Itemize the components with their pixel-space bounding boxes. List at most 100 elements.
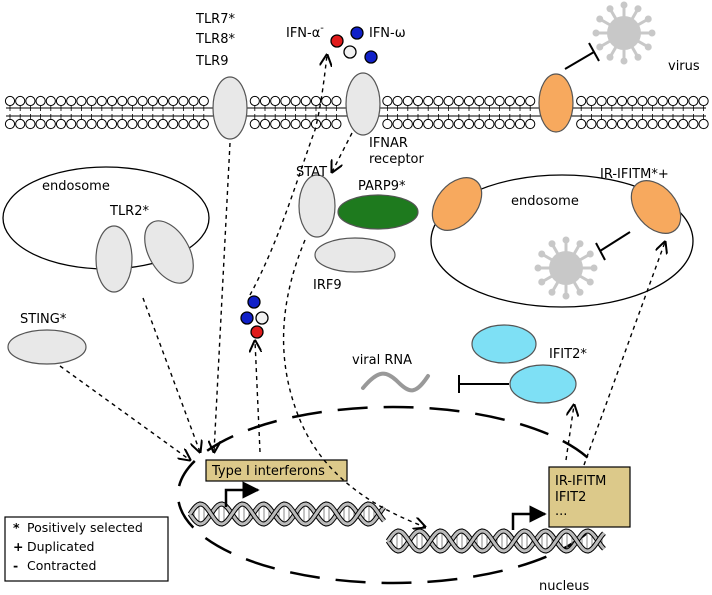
lipid-head <box>198 95 209 107</box>
virus-inhibition-line <box>564 51 595 70</box>
nucleus-envelope <box>176 405 610 585</box>
arrow-ifnar-to-stat <box>332 132 353 172</box>
lipid-head <box>35 118 46 130</box>
endosome-right-label: endosome <box>511 194 579 209</box>
tlr789-receptor <box>212 76 248 140</box>
lipid-head <box>178 118 189 130</box>
lipid-head <box>443 95 454 107</box>
lipid-head <box>606 95 617 107</box>
virus-icon <box>592 1 656 65</box>
lipid-head <box>15 95 26 107</box>
lipid-head <box>45 95 56 107</box>
lipid-head <box>586 118 597 130</box>
ifit2-protein-1 <box>471 324 537 364</box>
tlr8-label: TLR8* <box>195 32 235 47</box>
lipid-head <box>188 95 199 107</box>
virus-spike-tip <box>562 236 570 244</box>
dna-strand <box>386 529 606 553</box>
lipid-head <box>514 95 526 107</box>
ir-ifitm-membrane <box>538 73 574 133</box>
lipid-head <box>15 118 26 130</box>
ifnar-label-line1: IFNAR <box>369 136 408 151</box>
isg-box-line1: IR-IFITM <box>555 474 606 489</box>
lipid-head <box>616 95 628 107</box>
stat-protein <box>298 174 336 238</box>
virus-endosome-icon <box>534 236 598 300</box>
lipid-head <box>157 118 169 130</box>
ir-ifitm-label: IR-IFITM*+ <box>600 167 669 182</box>
virus-spike-tip <box>644 43 652 51</box>
lipid-head <box>259 118 271 130</box>
viral-rna-strand <box>361 371 430 393</box>
legend-box <box>4 516 169 582</box>
virus-spike-tip <box>548 288 556 296</box>
lipid-head <box>55 118 67 130</box>
tlr2-protein-2 <box>144 220 194 284</box>
lipid-head <box>249 95 260 107</box>
virus-spike-tip <box>538 278 546 286</box>
virus-spike-tip <box>606 5 614 13</box>
lipid-head <box>657 95 668 107</box>
ifn-alpha-label: IFN-α- <box>286 23 324 41</box>
lipid-head <box>412 95 424 107</box>
lipid-head <box>494 118 505 130</box>
lipid-head <box>4 118 16 130</box>
lipid-head <box>647 118 658 130</box>
virus-inhibition-bar <box>588 42 600 62</box>
lipid-head <box>504 118 515 130</box>
lipid-head <box>4 95 16 107</box>
lipid-head <box>443 118 454 130</box>
lipid-head <box>606 118 617 130</box>
endosome-inhibition-bar <box>595 242 606 261</box>
legend: *Positively selected+Duplicated-Contract… <box>13 520 143 573</box>
legend-symbol: * <box>13 520 20 535</box>
lipid-head <box>86 118 97 130</box>
lipid-head <box>76 118 87 130</box>
lipid-head <box>433 95 444 107</box>
arrow-type1-to-ifn <box>255 341 260 453</box>
sting-label: STING* <box>20 312 67 327</box>
dna-strand <box>188 502 386 526</box>
lipid-head <box>453 95 464 107</box>
virus-spike-tip <box>538 250 546 258</box>
lipid-head <box>188 118 199 130</box>
lipid-head <box>627 95 638 107</box>
lipid-head <box>117 95 128 107</box>
legend-symbol: + <box>13 539 23 554</box>
lipid-head <box>117 118 128 130</box>
parp9-label: PARP9* <box>358 179 406 194</box>
promoter-arrow-right <box>511 505 547 530</box>
lipid-head <box>637 95 648 107</box>
lipid-head <box>382 95 393 107</box>
lipid-head <box>484 95 495 107</box>
lipid-head <box>678 95 689 107</box>
viral-rna-label: viral RNA <box>352 353 412 368</box>
virus-spike-tip <box>586 250 594 258</box>
virus-spike-tip <box>576 288 584 296</box>
lipid-head <box>76 95 87 107</box>
lipid-head <box>55 95 67 107</box>
lipid-head <box>147 118 158 130</box>
arrow-stat-to-dna <box>282 239 425 527</box>
dna-helix-left <box>187 501 386 527</box>
arrow-tlr2-to-type1 <box>142 297 200 452</box>
lipid-head <box>168 95 179 107</box>
lipid-head <box>300 118 311 130</box>
lipid-head <box>178 95 189 107</box>
sting-protein <box>7 329 87 365</box>
lipid-head <box>657 118 668 130</box>
virus-spike-tip <box>596 43 604 51</box>
tlr9-label: TLR9 <box>195 54 229 69</box>
lipid-head <box>168 118 179 130</box>
lipid-head <box>96 118 107 130</box>
lipid-head <box>667 118 679 130</box>
lipid-head <box>310 118 322 130</box>
virus-spike-tip <box>634 5 642 13</box>
lipid-head <box>667 95 679 107</box>
tlr2-protein-1 <box>95 225 133 293</box>
dna-helix-right <box>385 528 606 554</box>
ifit2-label: IFIT2* <box>549 347 587 362</box>
nucleus-label: nucleus <box>539 579 589 594</box>
lipid-head <box>402 118 413 130</box>
lipid-head <box>96 95 107 107</box>
